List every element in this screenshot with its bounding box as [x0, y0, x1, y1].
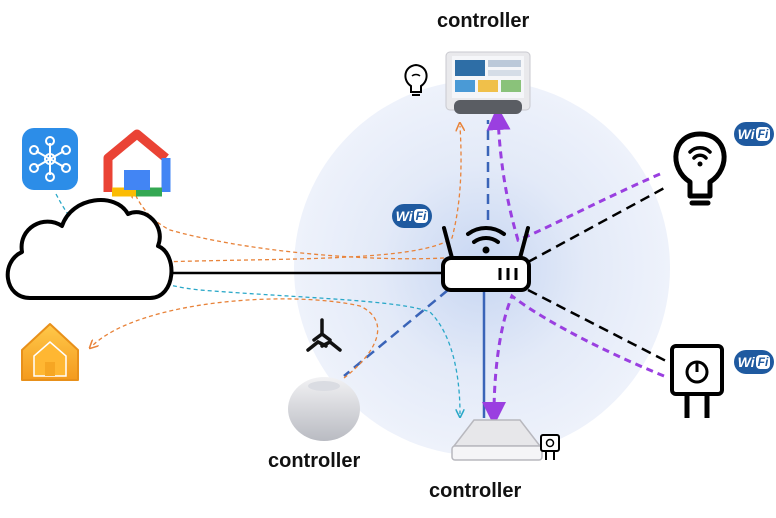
matter-icon	[306, 318, 342, 352]
router-to-googlehome-flow	[134, 192, 445, 260]
hub-icon	[451, 419, 543, 461]
cloud-icon	[5, 198, 174, 300]
controller-label-bottom: controller	[429, 480, 522, 502]
controller-label-left: controller	[268, 450, 361, 472]
google-home-icon	[103, 129, 171, 197]
wifi-badge-text: Wi	[737, 354, 755, 370]
bulb-small-icon	[404, 63, 428, 96]
router-icon	[441, 226, 531, 292]
controller-label-top: controller	[437, 10, 530, 32]
smart-plug-icon	[670, 344, 724, 418]
bulb-icon	[673, 131, 727, 206]
wifi-badge-text: Wi	[737, 126, 755, 142]
router-bulb-link	[527, 184, 669, 264]
wifi-badge-text: Wi	[395, 208, 413, 224]
wifi-badge-text-2: Fi	[755, 355, 771, 369]
homepod-to-applehome-flow	[92, 298, 379, 379]
homepod-icon	[288, 377, 360, 441]
cloud-to-nesthub-flow	[159, 126, 461, 263]
wifi-badge-text-2: Fi	[755, 127, 771, 141]
bulb-to-nesthub-flow	[486, 106, 661, 242]
smartthings-icon	[22, 128, 78, 190]
plug-small-icon	[540, 434, 560, 460]
router-plug-link	[527, 288, 669, 364]
nest-hub-icon	[445, 51, 531, 114]
apple-home-icon	[21, 323, 79, 381]
wifi-badge-text-2: Fi	[413, 209, 429, 223]
